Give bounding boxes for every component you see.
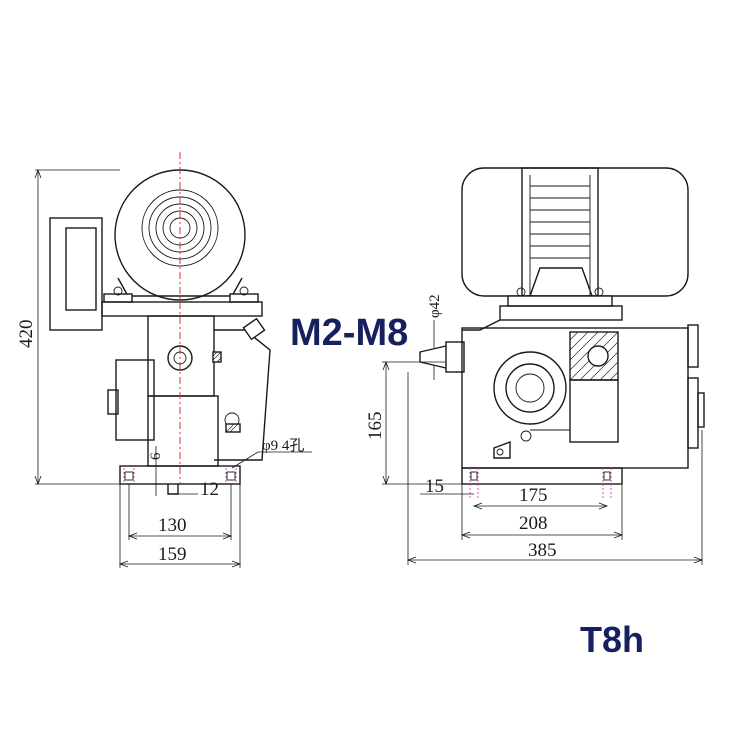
dim-12: 12: [168, 479, 219, 500]
side-gear-housing: [461, 319, 689, 469]
dim-130: 130: [127, 484, 233, 540]
dim-6-text: 6: [148, 452, 164, 460]
hole-note: φ9 4孔: [231, 437, 312, 469]
dim-420-text: 420: [16, 320, 37, 349]
front-left-drum: [107, 359, 155, 441]
dim-420: 420: [16, 168, 120, 486]
dim-15-text: 15: [425, 476, 444, 497]
dim-385: 385: [406, 372, 704, 565]
dim-12-text: 12: [200, 479, 219, 500]
side-base: [461, 467, 623, 500]
front-base: [119, 465, 241, 495]
side-motor: [461, 167, 689, 307]
dim-208-text: 208: [519, 513, 548, 534]
dim-phi42-text: φ42: [427, 294, 443, 318]
dim-175: 175: [472, 485, 609, 510]
dim-175-text: 175: [519, 485, 548, 506]
dim-159: 159: [118, 484, 242, 568]
dim-165-text: 165: [365, 412, 386, 441]
side-view: φ42: [365, 167, 705, 565]
model-range-label: M2-M8: [290, 312, 408, 354]
front-motor: [103, 169, 259, 303]
front-top-plate: [101, 301, 263, 317]
side-right-boxes: [687, 324, 705, 449]
dim-15: 15: [420, 476, 474, 497]
dim-165: 165: [365, 360, 462, 486]
dim-208: 208: [460, 484, 624, 540]
side-spindle: φ42: [419, 294, 465, 380]
hole-note-text: φ9 4孔: [262, 437, 304, 454]
side-top-plate: [499, 305, 623, 321]
front-angled-housing: [214, 317, 271, 461]
dim-385-text: 385: [528, 540, 557, 561]
dim-159-text: 159: [158, 544, 187, 565]
dim-130-text: 130: [158, 515, 187, 536]
front-gearbox: [147, 315, 222, 397]
front-view: 420 6 12 φ9 4孔 130: [16, 152, 312, 568]
front-side-panel: [49, 217, 103, 331]
dim-6: 6: [140, 446, 164, 496]
model-code-label: T8h: [580, 619, 644, 660]
